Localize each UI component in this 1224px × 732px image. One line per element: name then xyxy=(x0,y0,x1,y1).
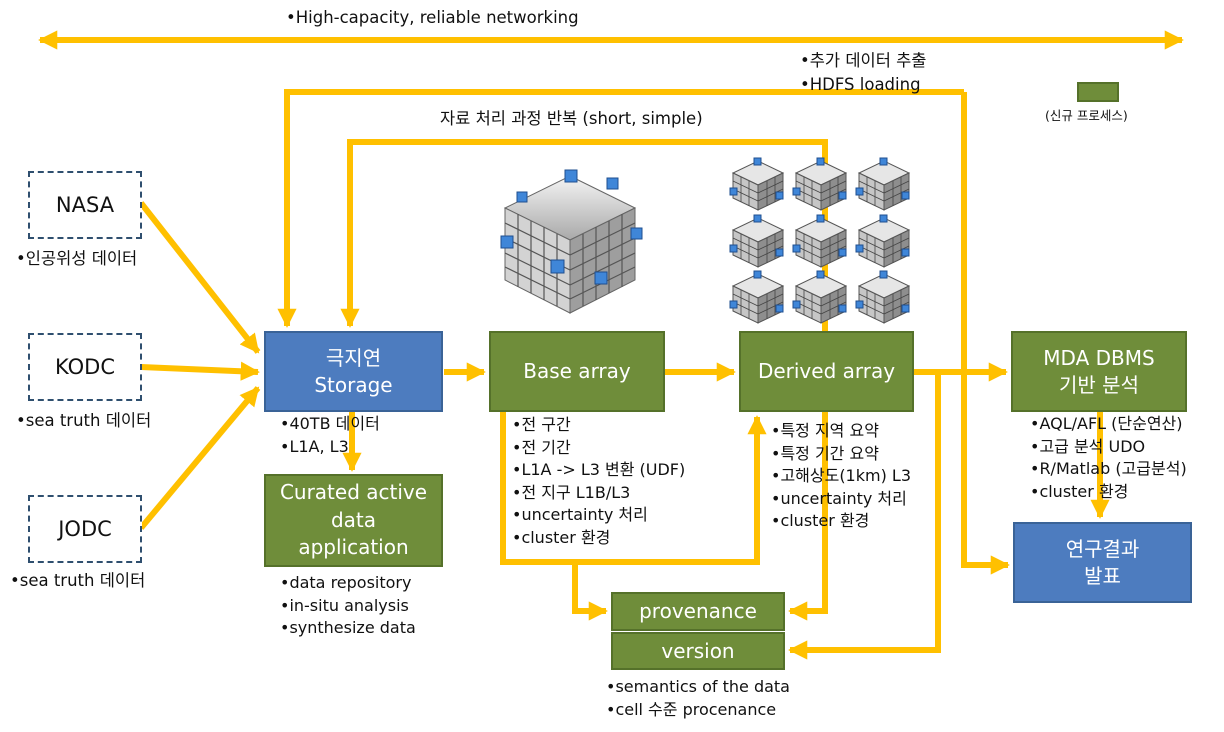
base-note: L1A -> L3 변환 (UDF) xyxy=(512,459,685,482)
derived-note: 특정 기간 요약 xyxy=(771,443,911,466)
mda-note: cluster 환경 xyxy=(1030,481,1187,504)
result-box: 연구결과 발표 xyxy=(1013,522,1192,603)
base-note: 전 지구 L1B/L3 xyxy=(512,482,685,505)
source-kodc: KODC xyxy=(28,333,142,401)
derived-note: 고해상도(1km) L3 xyxy=(771,465,911,488)
mda-notes: AQL/AFL (단순연산) 고급 분석 UDO R/Matlab (고급분석)… xyxy=(1030,413,1187,504)
curated-box: Curated active data application xyxy=(264,474,443,567)
arrow-base-provenance xyxy=(572,562,608,621)
result-line-2: 발표 xyxy=(1084,563,1121,588)
derived-array-box: Derived array xyxy=(739,331,914,412)
curated-line-2: data xyxy=(330,507,377,532)
source-jodc: JODC xyxy=(28,495,142,563)
arrow-derived-version xyxy=(788,369,941,660)
mda-note: R/Matlab (고급분석) xyxy=(1030,458,1186,481)
base-note: 전 기간 xyxy=(512,437,685,460)
storage-subtitle: Storage xyxy=(314,372,393,397)
source-kodc-caption: •sea truth 데이터 xyxy=(16,411,152,430)
curated-note: data repository xyxy=(280,572,416,595)
base-array-notes: 전 구간 전 기간 L1A -> L3 변환 (UDF) 전 지구 L1B/L3… xyxy=(512,414,685,549)
storage-title: 극지연 xyxy=(325,345,382,370)
curated-note: synthesize data xyxy=(280,617,415,640)
derived-array-cubes-icon xyxy=(729,157,910,324)
base-array-cube-icon xyxy=(500,169,643,314)
source-nasa-caption: •인공위성 데이터 xyxy=(16,249,138,268)
provenance-note: cell 수준 procenance xyxy=(606,699,790,722)
source-jodc-caption: •sea truth 데이터 xyxy=(10,571,146,590)
base-note: cluster 환경 xyxy=(512,527,685,550)
curated-notes: data repository in-situ analysis synthes… xyxy=(280,572,416,640)
mda-note: 고급 분석 UDO xyxy=(1030,436,1187,459)
base-array-box: Base array xyxy=(489,331,665,412)
derived-array-notes: 특정 지역 요약 특정 기간 요약 고해상도(1km) L3 uncertain… xyxy=(771,420,911,533)
mda-note: AQL/AFL (단순연산) xyxy=(1030,413,1187,436)
arrow-nasa-storage xyxy=(138,201,261,354)
curated-line-1: Curated active xyxy=(279,480,428,505)
mda-line-2: 기반 분석 xyxy=(1059,372,1139,397)
derived-note: cluster 환경 xyxy=(771,510,911,533)
loop-label: 자료 처리 과정 반복 (short, simple) xyxy=(440,109,703,128)
storage-box: 극지연 Storage xyxy=(264,331,443,412)
arrow-kodc-storage xyxy=(140,361,260,381)
arrow-jodc-storage xyxy=(138,386,261,530)
networking-label: •High-capacity, reliable networking xyxy=(286,8,579,27)
legend-swatch xyxy=(1077,82,1119,102)
mda-line-1: MDA DBMS xyxy=(1043,345,1155,370)
curated-note: in-situ analysis xyxy=(280,595,416,618)
extract-label-2: •HDFS loading xyxy=(800,75,921,94)
source-nasa: NASA xyxy=(28,171,142,239)
derived-note: 특정 지역 요약 xyxy=(771,420,911,443)
provenance-box: provenance xyxy=(611,592,785,631)
result-line-1: 연구결과 xyxy=(1065,536,1140,561)
storage-note: L1A, L3 xyxy=(280,436,380,459)
storage-notes: 40TB 데이터 L1A, L3 xyxy=(280,413,380,459)
legend-label: (신규 프로세스) xyxy=(1045,108,1128,123)
derived-note: uncertainty 처리 xyxy=(771,488,911,511)
mda-box: MDA DBMS 기반 분석 xyxy=(1011,331,1187,412)
storage-note: 40TB 데이터 xyxy=(280,413,379,436)
extract-label-1: •추가 데이터 추출 xyxy=(800,51,927,70)
arrow-base-loop-derived xyxy=(500,412,767,565)
curated-line-3: application xyxy=(298,535,409,560)
provenance-notes: semantics of the data cell 수준 procenance xyxy=(606,676,790,721)
arrow-extract-result xyxy=(961,92,1010,575)
version-box: version xyxy=(611,632,785,670)
base-note: uncertainty 처리 xyxy=(512,504,685,527)
base-note: 전 구간 xyxy=(512,414,685,437)
provenance-note: semantics of the data xyxy=(606,676,790,699)
arrow-loop-outer xyxy=(277,89,964,328)
